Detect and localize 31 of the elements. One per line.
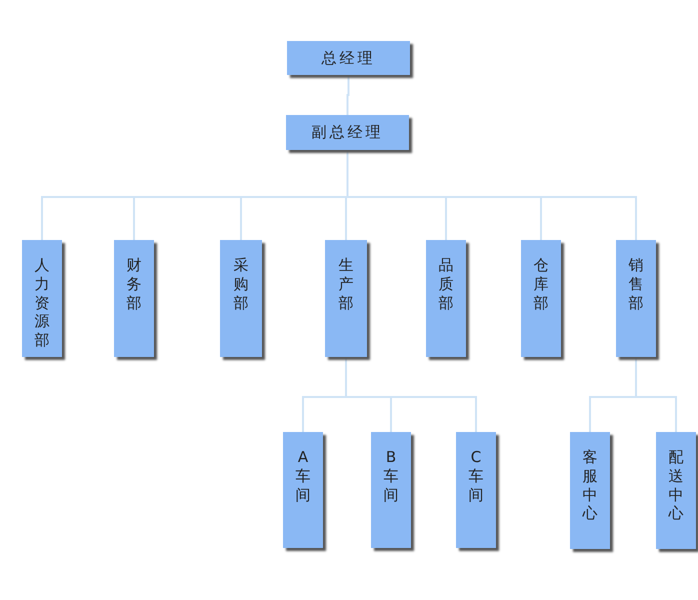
department-box	[283, 432, 323, 548]
department-box	[521, 240, 561, 357]
node-label: 仓库部	[534, 256, 548, 312]
department-box	[656, 432, 696, 549]
connector-line	[346, 150, 637, 240]
connector-line	[346, 75, 350, 115]
node-label: C车间	[468, 448, 484, 504]
department-box	[426, 240, 466, 357]
node-label: 财务部	[126, 256, 142, 312]
node-label: 品质部	[438, 256, 454, 312]
node-label: 采购部	[234, 256, 248, 312]
node-label: 配送中心	[668, 448, 684, 523]
department-box	[371, 432, 411, 548]
node-label: 总经理	[322, 48, 376, 68]
node-label: 客服中心	[582, 448, 598, 523]
title-box	[287, 41, 410, 75]
node-label: 人力资源部	[34, 256, 50, 350]
node-label: B车间	[384, 448, 398, 504]
department-box	[570, 432, 610, 549]
department-box	[456, 432, 496, 548]
title-box	[286, 115, 409, 150]
node-label: A车间	[296, 448, 310, 504]
node-label: 副总经理	[312, 123, 384, 142]
connector-line	[345, 357, 477, 432]
node-label: 生产部	[338, 256, 354, 312]
department-box	[220, 240, 262, 357]
department-box	[22, 240, 62, 357]
department-box	[325, 240, 367, 357]
department-box	[114, 240, 154, 357]
node-label: 销售部	[628, 256, 644, 312]
department-box	[616, 240, 656, 357]
